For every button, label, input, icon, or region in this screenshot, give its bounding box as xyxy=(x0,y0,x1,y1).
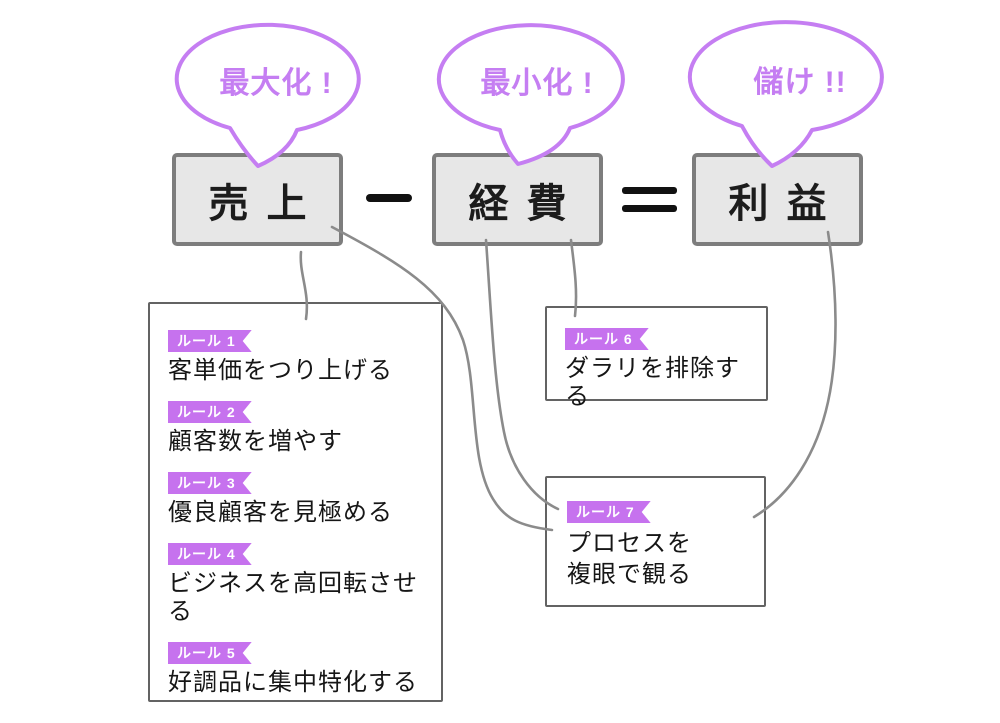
rule-item-1: ルール 1 客単価をつり上げる xyxy=(168,330,429,385)
equals-bar-top xyxy=(622,187,677,194)
rule-5-text: 好調品に集中特化する xyxy=(168,669,418,696)
rule-4-badge: ルール 4 xyxy=(168,543,252,565)
maximize-bubble-label: 最大化 ! xyxy=(219,67,333,100)
rule-6-box: ルール 6 ダラリを排除する xyxy=(545,306,768,410)
rule-3-badge: ルール 3 xyxy=(168,472,252,494)
equals-icon xyxy=(622,187,677,212)
rule-4-text: ビジネスを高回転させる xyxy=(168,570,418,625)
rule-item-6: ルール 6 ダラリを排除する xyxy=(565,328,754,411)
rule-item-2: ルール 2 顧客数を増やす xyxy=(168,401,429,456)
connector-expenses-to-rule6 xyxy=(569,238,578,318)
rule-7-text-line-2: 複眼で観る xyxy=(567,561,692,588)
sales-box: 売上 xyxy=(172,153,343,246)
rule-item-3: ルール 3 優良顧客を見極める xyxy=(168,472,429,527)
rule-7-badge: ルール 7 xyxy=(567,501,651,523)
rule-7-text-line-1: プロセスを xyxy=(567,530,692,557)
rule-item-5: ルール 5 好調品に集中特化する xyxy=(168,642,429,697)
equals-bar-bottom xyxy=(622,205,677,212)
rule-3-text: 優良顧客を見極める xyxy=(168,499,393,526)
rule-6-text: ダラリを排除する xyxy=(565,355,740,410)
rule-1-text: 客単価をつり上げる xyxy=(168,357,393,384)
expenses-box: 経費 xyxy=(432,153,603,246)
rule-1-badge: ルール 1 xyxy=(168,330,252,352)
rule-7-box: ルール 7 プロセスを 複眼で観る xyxy=(545,476,766,607)
minimize-bubble-label: 最小化 ! xyxy=(480,67,594,100)
rule-5-badge: ルール 5 xyxy=(168,642,252,664)
minus-icon xyxy=(366,194,412,202)
rule-2-text: 顧客数を増やす xyxy=(168,428,343,455)
rule-2-badge: ルール 2 xyxy=(168,401,252,423)
rules-1-5-box: ルール 1 客単価をつり上げる ルール 2 顧客数を増やす ルール 3 優良顧客… xyxy=(148,302,443,702)
rule-6-badge: ルール 6 xyxy=(565,328,649,350)
rule-item-4: ルール 4 ビジネスを高回転させる xyxy=(168,543,429,626)
profit-bubble-label: 儲け !! xyxy=(753,66,847,99)
profit-box: 利益 xyxy=(692,153,863,246)
rule-item-7: ルール 7 プロセスを 複眼で観る xyxy=(567,501,752,590)
